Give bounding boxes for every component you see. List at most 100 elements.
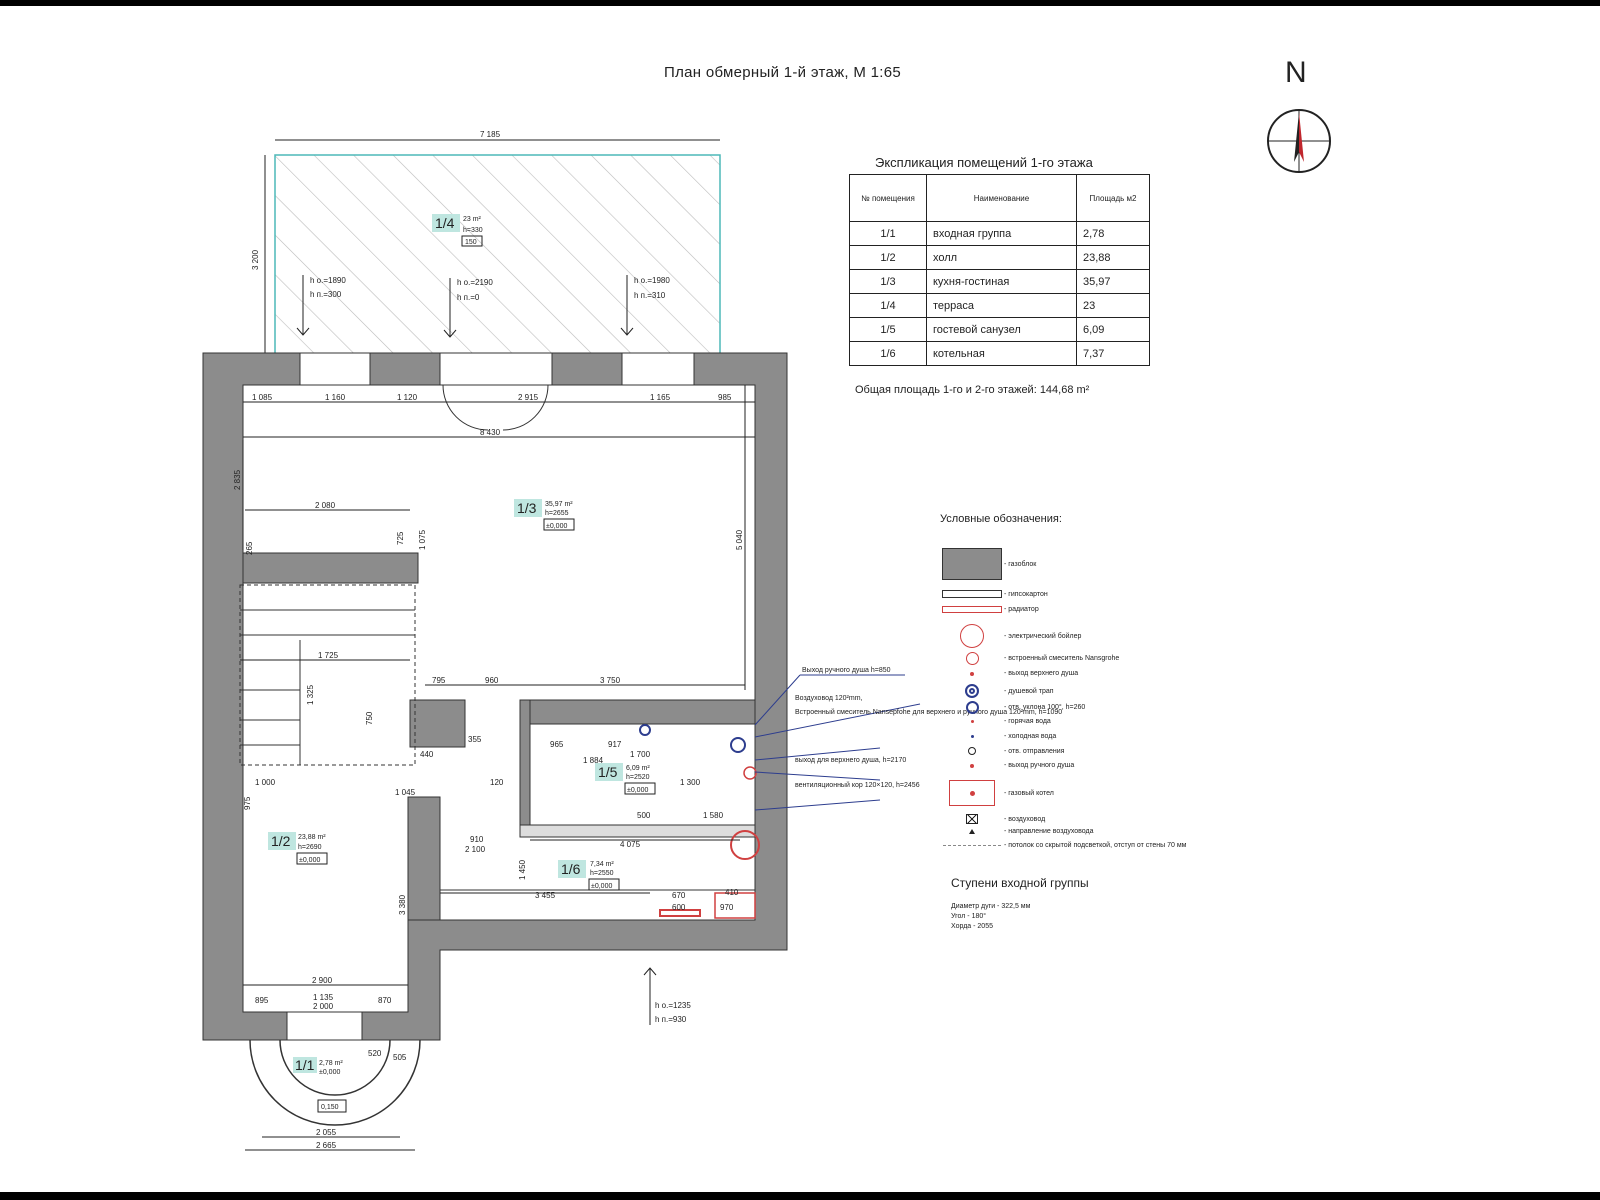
row-name: гостевой санузел xyxy=(926,317,1077,342)
legend-item: - потолок со скрытой подсветкой, отступ … xyxy=(940,842,1186,849)
dim-top-5: 1 165 xyxy=(650,393,671,402)
terrace-door-swing xyxy=(442,384,549,431)
dim-stair-h: 1 325 xyxy=(306,684,315,705)
svg-text:±0,000: ±0,000 xyxy=(299,857,320,864)
dim-2100: 2 100 xyxy=(465,845,486,854)
dim-1300: 1 300 xyxy=(680,778,701,787)
entrance-steps xyxy=(249,1039,421,1126)
hot-water-icon xyxy=(970,720,974,723)
callout-top-shower: выход для верхнего душа, h=2170 xyxy=(795,757,906,764)
hand-shower-icon xyxy=(970,763,974,768)
svg-text:1/2: 1/2 xyxy=(271,833,291,849)
dim-1075: 1 075 xyxy=(418,529,427,550)
outside-level: 0,150 xyxy=(321,1104,339,1111)
svg-text:23 m²: 23 m² xyxy=(463,216,482,223)
steps-angle: Угол - 180° xyxy=(951,913,987,920)
steps-chord: Хорда - 2055 xyxy=(951,923,993,930)
room-label-1-4: 1/4 23 m² h=330 150 xyxy=(432,214,483,247)
svg-text:7,34 m²: 7,34 m² xyxy=(590,861,614,868)
dim-3750: 3 750 xyxy=(600,676,621,685)
dim-2000: 2 000 xyxy=(313,1002,334,1011)
dim-520: 520 xyxy=(368,1049,382,1058)
legend-item: - холодная вода xyxy=(940,733,1056,740)
window-right xyxy=(621,352,695,386)
dim-1000: 1 000 xyxy=(255,778,276,787)
dim-1045: 1 045 xyxy=(395,788,416,797)
window-left xyxy=(299,352,371,386)
total-area: Общая площадь 1-го и 2-го этажей: 144,68… xyxy=(855,384,1090,396)
callout-vent: вентиляционный кор 120×120, h=2456 xyxy=(795,781,920,789)
row-area: 2,78 xyxy=(1076,221,1150,246)
dim-2055: 2 055 xyxy=(316,1128,337,1137)
dim-1450: 1 450 xyxy=(518,859,527,880)
shower-drain-icon xyxy=(965,684,979,698)
gas-boiler xyxy=(714,892,756,919)
svg-text:h=330: h=330 xyxy=(463,227,483,234)
room-label-1-5: 1/5 6,09 m² h=2520 ±0,000 xyxy=(595,763,656,795)
dim-750: 750 xyxy=(365,711,374,725)
dim-2665: 2 665 xyxy=(316,1141,337,1150)
wall-bath-left xyxy=(519,699,531,826)
row-name: терраса xyxy=(926,293,1077,318)
dim-870: 870 xyxy=(378,996,392,1005)
shower-outlet-icon xyxy=(730,737,746,753)
row-number: 1/3 xyxy=(849,269,927,294)
dim-right-side: 5 040 xyxy=(735,529,744,550)
steps-diameter: Диаметр дуги - 322,5 мм xyxy=(951,903,1031,910)
row-name: котельная xyxy=(926,341,1077,366)
dim-top-6: 985 xyxy=(718,393,732,402)
window-mark-2-a: h о.=2190 xyxy=(457,278,493,287)
table-row: 1/5 гостевой санузел 6,09 xyxy=(849,317,1150,342)
dim-1135: 1 135 xyxy=(313,993,334,1002)
room-label-1-6: 1/6 7,34 m² h=2550 ±0,000 xyxy=(558,860,620,891)
window-mark-4-a: h о.=1235 xyxy=(655,1001,691,1010)
legend-item: - электрический бойлер xyxy=(940,624,1081,648)
room-label-1-1: 1/1 2,78 m² ±0,000 xyxy=(293,1057,343,1076)
entrance-door-gap xyxy=(286,1011,363,1041)
wall-boiler-bottom xyxy=(439,889,756,921)
row-name: холл xyxy=(926,245,1077,270)
gas-block-icon xyxy=(942,548,1002,580)
dim-inner-width: 8 430 xyxy=(480,428,501,437)
sewer-icon xyxy=(968,747,976,755)
col-area: Площадь м2 xyxy=(1076,174,1150,222)
dim-top-4: 2 915 xyxy=(518,393,539,402)
wall-stair-top xyxy=(242,552,419,584)
column xyxy=(409,699,466,748)
table-row: 1/2 холл 23,88 xyxy=(849,245,1150,270)
window-mark-2 xyxy=(443,278,457,338)
radiator-icon xyxy=(942,606,1002,613)
terrace-door-opening xyxy=(439,352,553,386)
legend-item: - душевой трап xyxy=(940,684,1054,698)
svg-text:h=2690: h=2690 xyxy=(298,844,322,851)
stairs xyxy=(239,584,416,766)
window-mark-1-b: h п.=300 xyxy=(310,290,342,299)
row-area: 6,09 xyxy=(1076,317,1150,342)
gas-boiler-icon xyxy=(949,780,995,806)
steps-info: Диаметр дуги - 322,5 мм Угол - 180° Хорд… xyxy=(951,902,1030,932)
drain-icon xyxy=(639,724,651,736)
svg-text:±0,000: ±0,000 xyxy=(546,523,567,530)
svg-text:±0,000: ±0,000 xyxy=(591,883,612,890)
svg-text:h=2655: h=2655 xyxy=(545,510,569,517)
window-mark-3-b: h п.=310 xyxy=(634,291,666,300)
callout-mixer-text: Встроенный смеситель Nanseрfohe для верх… xyxy=(795,708,1062,716)
dim-970: 970 xyxy=(720,903,734,912)
row-number: 1/2 xyxy=(849,245,927,270)
dim-910: 910 xyxy=(470,835,484,844)
wall-bath-top xyxy=(519,699,756,725)
dim-440: 440 xyxy=(420,750,434,759)
dim-120: 120 xyxy=(490,778,504,787)
legend-item: - выход верхнего душа xyxy=(940,670,1078,677)
air-duct-icon xyxy=(966,814,978,824)
svg-text:±0,000: ±0,000 xyxy=(627,787,648,794)
drywall-icon xyxy=(942,590,1002,598)
dim-top-1: 1 085 xyxy=(252,393,273,402)
row-name: кухня-гостиная xyxy=(926,269,1077,294)
table-row: 1/4 терраса 23 xyxy=(849,293,1150,318)
svg-text:1/3: 1/3 xyxy=(517,500,537,516)
duct-direction-icon xyxy=(969,829,975,834)
dim-960: 960 xyxy=(485,676,499,685)
north-arrow-icon xyxy=(1267,109,1331,173)
legend-item: - отв. отправления xyxy=(940,747,1064,755)
